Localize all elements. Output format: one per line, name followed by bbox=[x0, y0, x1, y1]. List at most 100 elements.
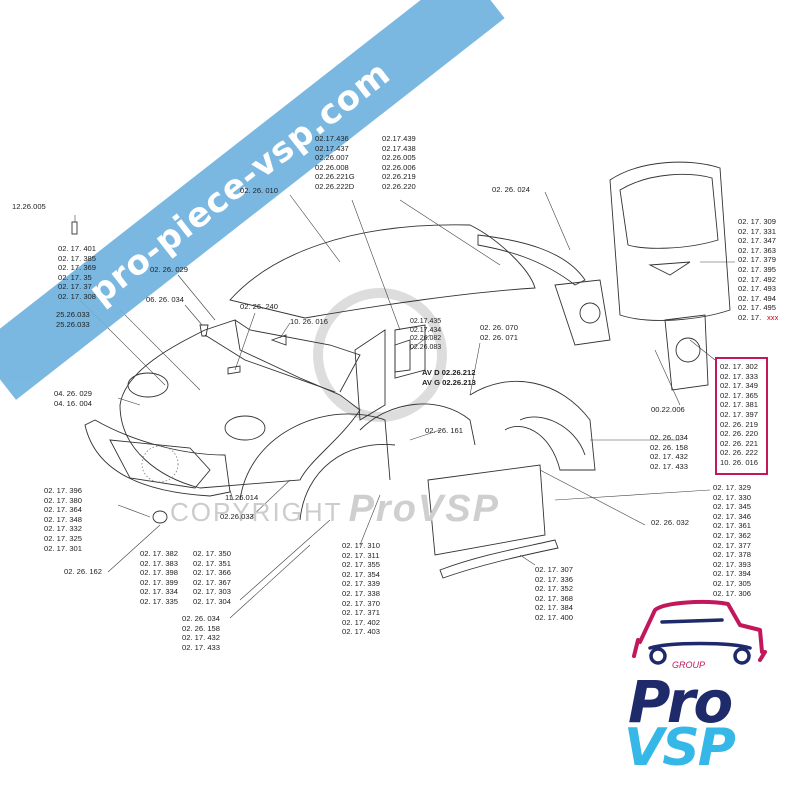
part-number: 02. 17. 348 bbox=[44, 514, 83, 524]
badge-part bbox=[227, 365, 241, 375]
pillar-trim bbox=[394, 339, 411, 373]
part-number: 02. 17. 433 bbox=[182, 642, 221, 652]
part-number: 02. 17. 365 bbox=[720, 390, 759, 400]
part-number: 02. 17. 352 bbox=[535, 584, 574, 594]
part-number: 02.26.008 bbox=[315, 162, 349, 172]
part-number: 02. 26. 158 bbox=[182, 623, 221, 633]
part-number: 02.26.033 bbox=[220, 512, 254, 521]
part-number: 02. 17. 380 bbox=[44, 495, 83, 505]
part-number: 02. 17. 338 bbox=[342, 588, 381, 598]
hood-crease bbox=[204, 334, 336, 393]
rear-spoiler bbox=[477, 234, 586, 286]
part-number: 02. 17. 304 bbox=[193, 596, 232, 606]
part-number: 02. 17. 396 bbox=[44, 486, 83, 495]
front-hood bbox=[119, 319, 361, 489]
car-outline-icon bbox=[632, 600, 767, 665]
part-number: 02. 17. 379 bbox=[738, 255, 777, 265]
front-grille bbox=[109, 439, 211, 489]
part-number: 02. 26. 071 bbox=[480, 332, 519, 342]
part-number: 02. 17. 361 bbox=[713, 521, 752, 531]
part-number: 02. 26. 029 bbox=[150, 265, 189, 274]
label-tailgate-xxx: xxx bbox=[767, 313, 778, 323]
part-number: 02. 26. 220 bbox=[720, 429, 759, 439]
part-number: 02. 17. 364 bbox=[44, 505, 83, 515]
part-number: 02. 17. 329 bbox=[713, 483, 752, 492]
windshield-frame bbox=[234, 319, 361, 393]
roof-panel bbox=[229, 224, 536, 319]
part-number: 02. 17. bbox=[738, 312, 762, 322]
part-number: 02.17.438 bbox=[382, 143, 416, 153]
part-number: 02. 17. 334 bbox=[140, 587, 179, 597]
part-number: 02. 26. 010 bbox=[240, 186, 279, 195]
b-pillar bbox=[354, 329, 386, 421]
side-door bbox=[427, 464, 546, 556]
part-number: 02. 17. 303 bbox=[193, 587, 232, 597]
part-number: 02. 26. 222 bbox=[720, 448, 759, 458]
label-02-26-161: 02. 26. 161 bbox=[425, 426, 463, 436]
part-number: 02. 17. 432 bbox=[182, 633, 221, 643]
part-number: 02. 17. 35 bbox=[58, 272, 92, 282]
logo-vsp-text: VSP bbox=[624, 718, 736, 778]
part-number: 02. 17. 394 bbox=[713, 569, 752, 579]
part-number: 02. 17. 347 bbox=[738, 236, 777, 246]
part-number: 02.17.435 bbox=[410, 318, 442, 325]
part-number: 02. 17. 395 bbox=[738, 264, 777, 274]
part-number: 02. 26. 240 bbox=[240, 302, 279, 311]
part-number: 02. 17. 346 bbox=[713, 511, 752, 521]
part-number: 02.26.221G bbox=[315, 172, 355, 182]
part-number: 02. 17. 307 bbox=[535, 565, 574, 574]
rear-arch-trim bbox=[519, 416, 586, 456]
front-bumper bbox=[84, 419, 231, 497]
part-number: 02. 17. 331 bbox=[738, 226, 777, 236]
part-number: 10. 26. 016 bbox=[720, 457, 759, 467]
part-number: 00.22.006 bbox=[651, 405, 685, 414]
part-number: 02. 17. 400 bbox=[535, 612, 574, 622]
part-number: 02. 17. 371 bbox=[342, 608, 381, 618]
part-number: 02. 17. 335 bbox=[140, 596, 179, 606]
part-number: 02. 17. 330 bbox=[713, 492, 752, 502]
part-number: 02. 17. 355 bbox=[342, 560, 381, 570]
label-10-26-016: 10. 26. 016 bbox=[290, 317, 328, 327]
part-number: 02.17.436 bbox=[315, 134, 349, 143]
middle-arch bbox=[359, 403, 476, 446]
part-number: 25.26.033 bbox=[56, 319, 90, 329]
part-number: 02. 17. 350 bbox=[193, 549, 232, 558]
part-number: 02.26.083 bbox=[410, 343, 442, 351]
tailgate-glass bbox=[619, 173, 719, 249]
part-number: 02. 17. 399 bbox=[140, 577, 179, 587]
provsp-logo: GROUP Pro VSP bbox=[610, 590, 790, 780]
part-number: 02.26.007 bbox=[315, 153, 349, 163]
part-number: 02.26.082 bbox=[410, 335, 442, 343]
part-number: 02. 17. 354 bbox=[342, 569, 381, 579]
part-number: 02.17.434 bbox=[410, 326, 442, 334]
part-number: 02. 17. 301 bbox=[44, 543, 83, 553]
part-number: 02. 17. 310 bbox=[342, 541, 381, 550]
part-number: 02. 17. 378 bbox=[713, 550, 752, 560]
part-number: AV D 02.26.212 bbox=[422, 368, 476, 377]
highlight-box bbox=[715, 357, 768, 475]
part-number: 02. 26. 221 bbox=[720, 438, 759, 448]
part-number: 02. 17. 384 bbox=[535, 603, 574, 613]
part-number: 02. 17. 381 bbox=[720, 400, 759, 410]
part-number: 02. 17. 305 bbox=[713, 578, 752, 588]
label-06-26-034: 06. 26. 034 bbox=[146, 295, 184, 305]
rear-quarter-panel bbox=[554, 279, 611, 346]
part-number: 02. 17. 397 bbox=[720, 409, 759, 419]
label-02-26-032: 02. 26. 032 bbox=[651, 518, 689, 528]
tailgate bbox=[609, 161, 731, 321]
part-number: 02. 17. 492 bbox=[738, 274, 777, 284]
part-number: 02. 26. 070 bbox=[480, 323, 519, 332]
part-number: 02. 17. 393 bbox=[713, 559, 752, 569]
part-number: 02. 17. 401 bbox=[58, 244, 97, 253]
